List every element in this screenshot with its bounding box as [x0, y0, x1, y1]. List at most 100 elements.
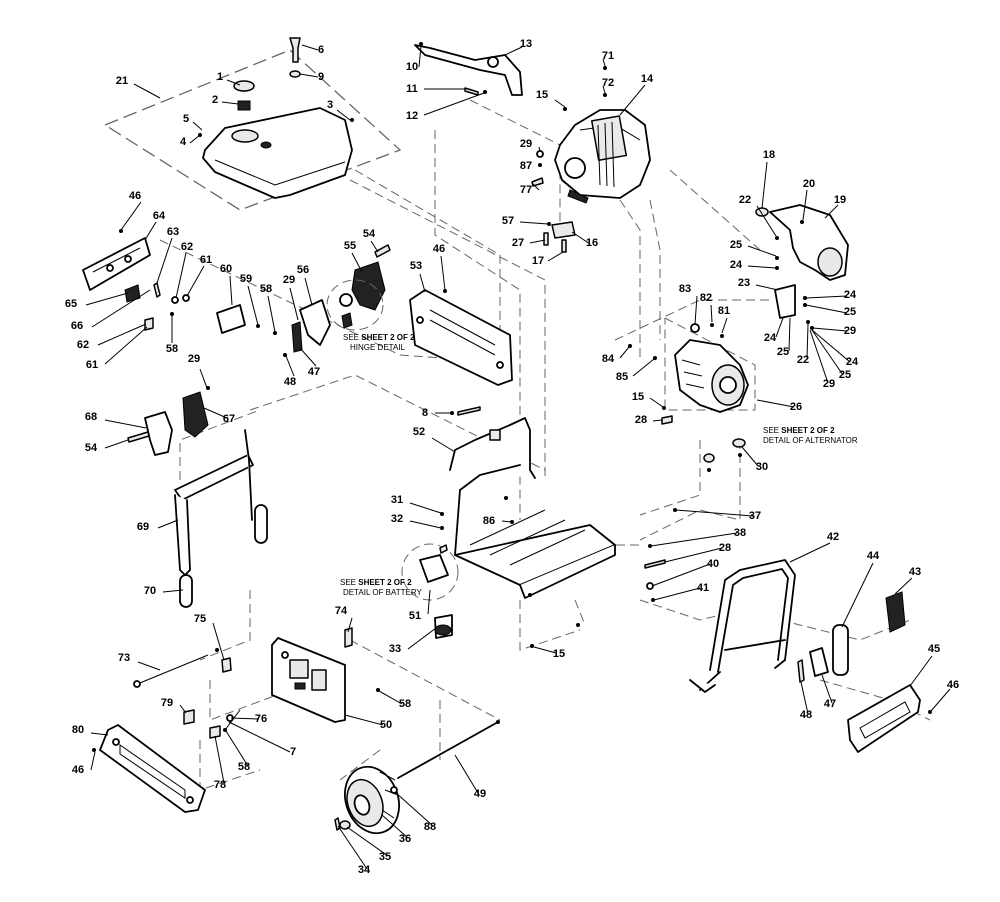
callout-c62b: 62: [77, 339, 89, 351]
callout-c86: 86: [483, 515, 495, 527]
svg-text:SEE SHEET 2 OF 2: SEE SHEET 2 OF 2: [343, 333, 415, 342]
callout-c27: 27: [512, 237, 524, 249]
callout-c69: 69: [137, 521, 149, 533]
callout-c10: 10: [406, 61, 418, 73]
output-panel: [271, 627, 380, 723]
callout-c24c: 24: [764, 332, 777, 344]
callout-c29c: 29: [823, 378, 835, 390]
callout-c47b: 47: [824, 698, 836, 710]
callout-c16: 16: [586, 237, 598, 249]
note-alternator-detail: SEE SHEET 2 OF 2 DETAIL OF ALTERNATOR: [763, 426, 858, 445]
callout-c51: 51: [409, 610, 421, 622]
callout-c15c: 15: [553, 648, 565, 660]
callout-c29a: 29: [520, 138, 532, 150]
callout-c25b: 25: [844, 306, 856, 318]
callout-c25c: 25: [777, 346, 789, 358]
callout-c23: 23: [738, 277, 750, 289]
axle: [397, 720, 500, 779]
callout-c12: 12: [406, 110, 418, 122]
muffler-assembly: [755, 204, 849, 330]
callout-c43: 43: [909, 566, 921, 578]
callout-c58d: 58: [238, 761, 250, 773]
callout-c37: 37: [749, 510, 761, 522]
dashed-guide-lines: [103, 49, 931, 791]
callout-c6: 6: [318, 44, 324, 56]
callout-c29d: 29: [188, 353, 200, 365]
hinge-55: [351, 261, 386, 311]
engine-mount-bracket: [543, 221, 576, 253]
callout-c35: 35: [379, 851, 391, 863]
callout-c22a: 22: [739, 194, 751, 206]
callout-c38: 38: [734, 527, 746, 539]
callout-c76: 76: [255, 713, 267, 725]
callout-c67: 67: [223, 413, 235, 425]
callout-c46a: 46: [129, 190, 141, 202]
callout-c19: 19: [834, 194, 846, 206]
control-panel-bracket: [82, 229, 277, 335]
callout-c25a: 25: [730, 239, 742, 251]
callout-c57: 57: [502, 215, 514, 227]
bolt-6: [289, 37, 301, 63]
callout-c66: 66: [71, 320, 83, 332]
engine: [531, 66, 651, 204]
leader-lines: [85, 44, 951, 870]
callout-c15b: 15: [632, 391, 644, 403]
callout-c58b: 58: [166, 343, 178, 355]
fuel-gauge: [260, 141, 272, 149]
side-panel-53: [409, 289, 513, 386]
callout-c44: 44: [867, 550, 880, 562]
callout-c13: 13: [520, 38, 532, 50]
callout-c28a: 28: [635, 414, 647, 426]
callout-c25d: 25: [839, 369, 851, 381]
callout-c7: 7: [290, 746, 296, 758]
right-handle: [644, 508, 796, 693]
callout-c29b: 29: [844, 325, 856, 337]
callout-c81: 81: [718, 305, 730, 317]
callout-c48a: 48: [284, 376, 296, 388]
svg-text:SEE SHEET 2 OF 2: SEE SHEET 2 OF 2: [340, 578, 412, 587]
callout-c14: 14: [641, 73, 654, 85]
callout-c9: 9: [318, 71, 324, 83]
callout-c54a: 54: [363, 228, 376, 240]
fuel-tank-neck: [231, 129, 259, 143]
callout-c83: 83: [679, 283, 691, 295]
callout-c46d: 46: [72, 764, 84, 776]
callout-c36: 36: [399, 833, 411, 845]
callout-c28b: 28: [719, 542, 731, 554]
callout-c33: 33: [389, 643, 401, 655]
handle-brackets-left: [127, 386, 210, 456]
lower-hardware: [183, 709, 241, 739]
callout-c64: 64: [153, 210, 166, 222]
callout-c30: 30: [756, 461, 768, 473]
callout-c29c2: 29: [283, 274, 295, 286]
callout-c59: 59: [240, 273, 252, 285]
callout-c54b: 54: [85, 442, 98, 454]
washer-9: [289, 70, 301, 78]
callout-c61b: 61: [86, 359, 98, 371]
note-battery-detail: SEE SHEET 2 OF 2 DETAIL OF BATTERY: [340, 578, 422, 597]
callout-c84: 84: [602, 353, 615, 365]
svg-text:DETAIL OF BATTERY: DETAIL OF BATTERY: [343, 588, 422, 597]
callout-c24b: 24: [844, 289, 857, 301]
callout-c88: 88: [424, 821, 436, 833]
callout-c78: 78: [214, 779, 226, 791]
alternator-assembly: [628, 317, 756, 472]
callout-c24d: 24: [846, 356, 859, 368]
callout-c48b: 48: [800, 709, 812, 721]
callout-c58a: 58: [260, 283, 272, 295]
callout-c11: 11: [406, 83, 418, 95]
module-60: [216, 304, 246, 334]
callout-c47a: 47: [308, 366, 320, 378]
callout-c46b: 46: [433, 243, 445, 255]
callout-c79: 79: [161, 697, 173, 709]
callout-c80: 80: [72, 724, 84, 736]
fuel-strainer: [237, 100, 251, 111]
callout-c65: 65: [65, 298, 77, 310]
callout-c24a: 24: [730, 259, 743, 271]
callout-c63: 63: [167, 226, 179, 238]
side-panel-80: [92, 724, 206, 813]
callout-c52: 52: [413, 426, 425, 438]
callout-c45: 45: [928, 643, 940, 655]
